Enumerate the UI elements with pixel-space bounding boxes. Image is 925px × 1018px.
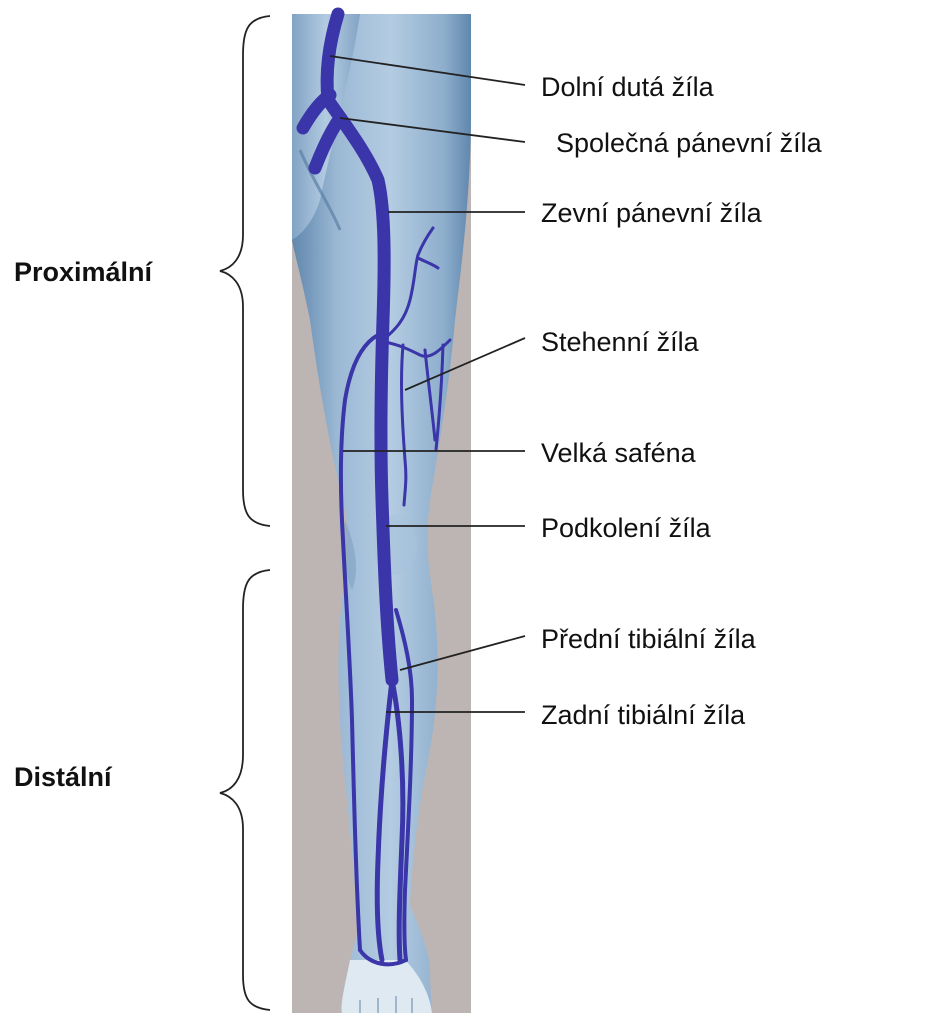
label-ivc: Dolní dutá žíla	[541, 72, 715, 102]
bracket-distal	[220, 570, 270, 1010]
label-great-saphenous: Velká saféna	[541, 438, 697, 468]
label-popliteal: Podkolení žíla	[541, 513, 712, 543]
label-anterior-tibial: Přední tibiální žíla	[541, 624, 757, 654]
group-label-proximal: Proximální	[14, 257, 154, 287]
brackets	[220, 16, 270, 1010]
label-external-iliac: Zevní pánevní žíla	[541, 198, 763, 228]
label-posterior-tibial: Zadní tibiální žíla	[541, 700, 746, 730]
label-common-iliac: Společná pánevní žíla	[556, 128, 823, 158]
label-femoral: Stehenní žíla	[541, 327, 700, 357]
group-label-distal: Distální	[14, 762, 113, 792]
bracket-proximal	[220, 16, 270, 526]
